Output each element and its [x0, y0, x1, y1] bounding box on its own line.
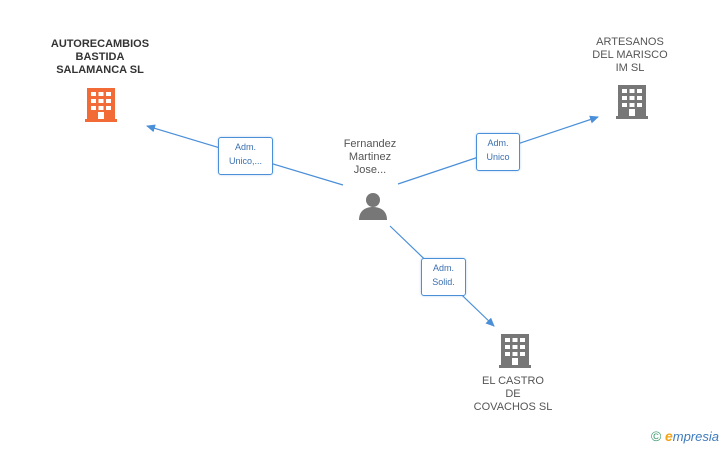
- copyright-symbol: ©: [651, 428, 662, 444]
- role-label-artesanos[interactable]: Adm. Unico: [476, 133, 520, 171]
- company-name-castro[interactable]: EL CASTRO DE COVACHOS SL: [473, 375, 553, 413]
- building-icon[interactable]: [616, 85, 648, 119]
- building-icon[interactable]: [85, 88, 117, 122]
- person-icon[interactable]: [358, 191, 388, 221]
- role-label-castro[interactable]: Adm. Solid.: [421, 258, 466, 296]
- role-label-autorecambios[interactable]: Adm. Unico,...: [218, 137, 273, 175]
- building-icon[interactable]: [499, 334, 531, 368]
- brand-name: mpresia: [672, 429, 719, 444]
- company-name-autorecambios[interactable]: AUTORECAMBIOS BASTIDA SALAMANCA SL: [50, 38, 150, 76]
- company-name-artesanos[interactable]: ARTESANOS DEL MARISCO IM SL: [592, 36, 668, 74]
- person-name[interactable]: Fernandez Martinez Jose...: [343, 138, 397, 176]
- empresia-watermark: © empresia: [651, 428, 719, 444]
- brand-initial: e: [664, 428, 673, 444]
